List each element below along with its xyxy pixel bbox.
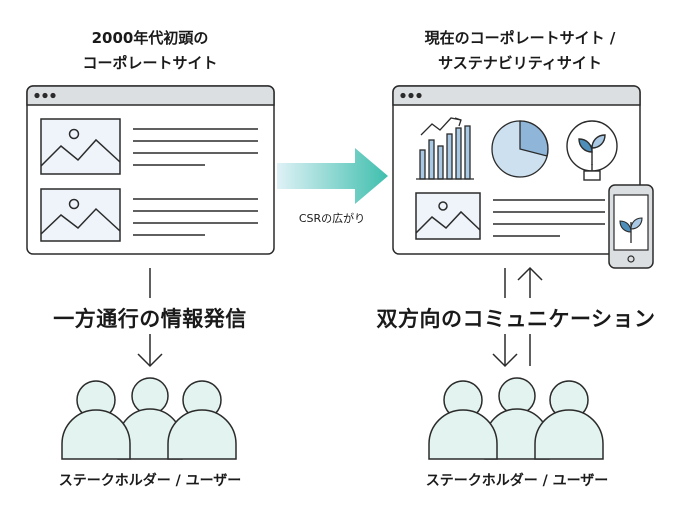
two-way-caption: 双方向のコミュニケーション [362, 303, 670, 333]
progress-arrow-icon [277, 148, 388, 204]
down-arrow-icon [137, 268, 163, 368]
smartphone-icon [608, 184, 654, 269]
up-arrow-icon [517, 266, 543, 366]
down-arrow-icon [492, 268, 518, 368]
text-lines [133, 198, 258, 236]
right-title-line-2: サステナビリティサイト [438, 54, 602, 72]
right-footer: ステークホルダー / ユーザー [425, 473, 609, 489]
window-dots-icon [34, 92, 56, 99]
stakeholders-group-icon [428, 377, 604, 460]
pie-chart-icon [491, 120, 549, 178]
sustainability-plant-icon [566, 120, 618, 181]
left-title: 2000年代初頭の コーポレートサイト [30, 26, 270, 76]
old-website-window [26, 85, 275, 255]
arrow-label: CSRの広がり [298, 212, 366, 225]
text-lines [493, 199, 605, 237]
window-dots-icon [400, 92, 422, 99]
bar-chart-icon [416, 117, 474, 180]
one-way-caption: 一方通行の情報発信 [20, 303, 280, 333]
right-title-line-1: 現在のコーポレートサイト / [424, 29, 616, 47]
right-title: 現在のコーポレートサイト / サステナビリティサイト [385, 26, 655, 76]
left-footer: ステークホルダー / ユーザー [58, 473, 242, 489]
left-title-line-1: 2000年代初頭の [91, 29, 209, 47]
image-placeholder-icon [40, 118, 121, 175]
text-lines [133, 128, 258, 166]
stakeholders-group-icon [61, 377, 237, 460]
image-placeholder-icon [415, 192, 481, 240]
modern-website-window [392, 85, 641, 255]
left-title-line-2: コーポレートサイト [82, 54, 218, 72]
image-placeholder-icon [40, 188, 121, 242]
